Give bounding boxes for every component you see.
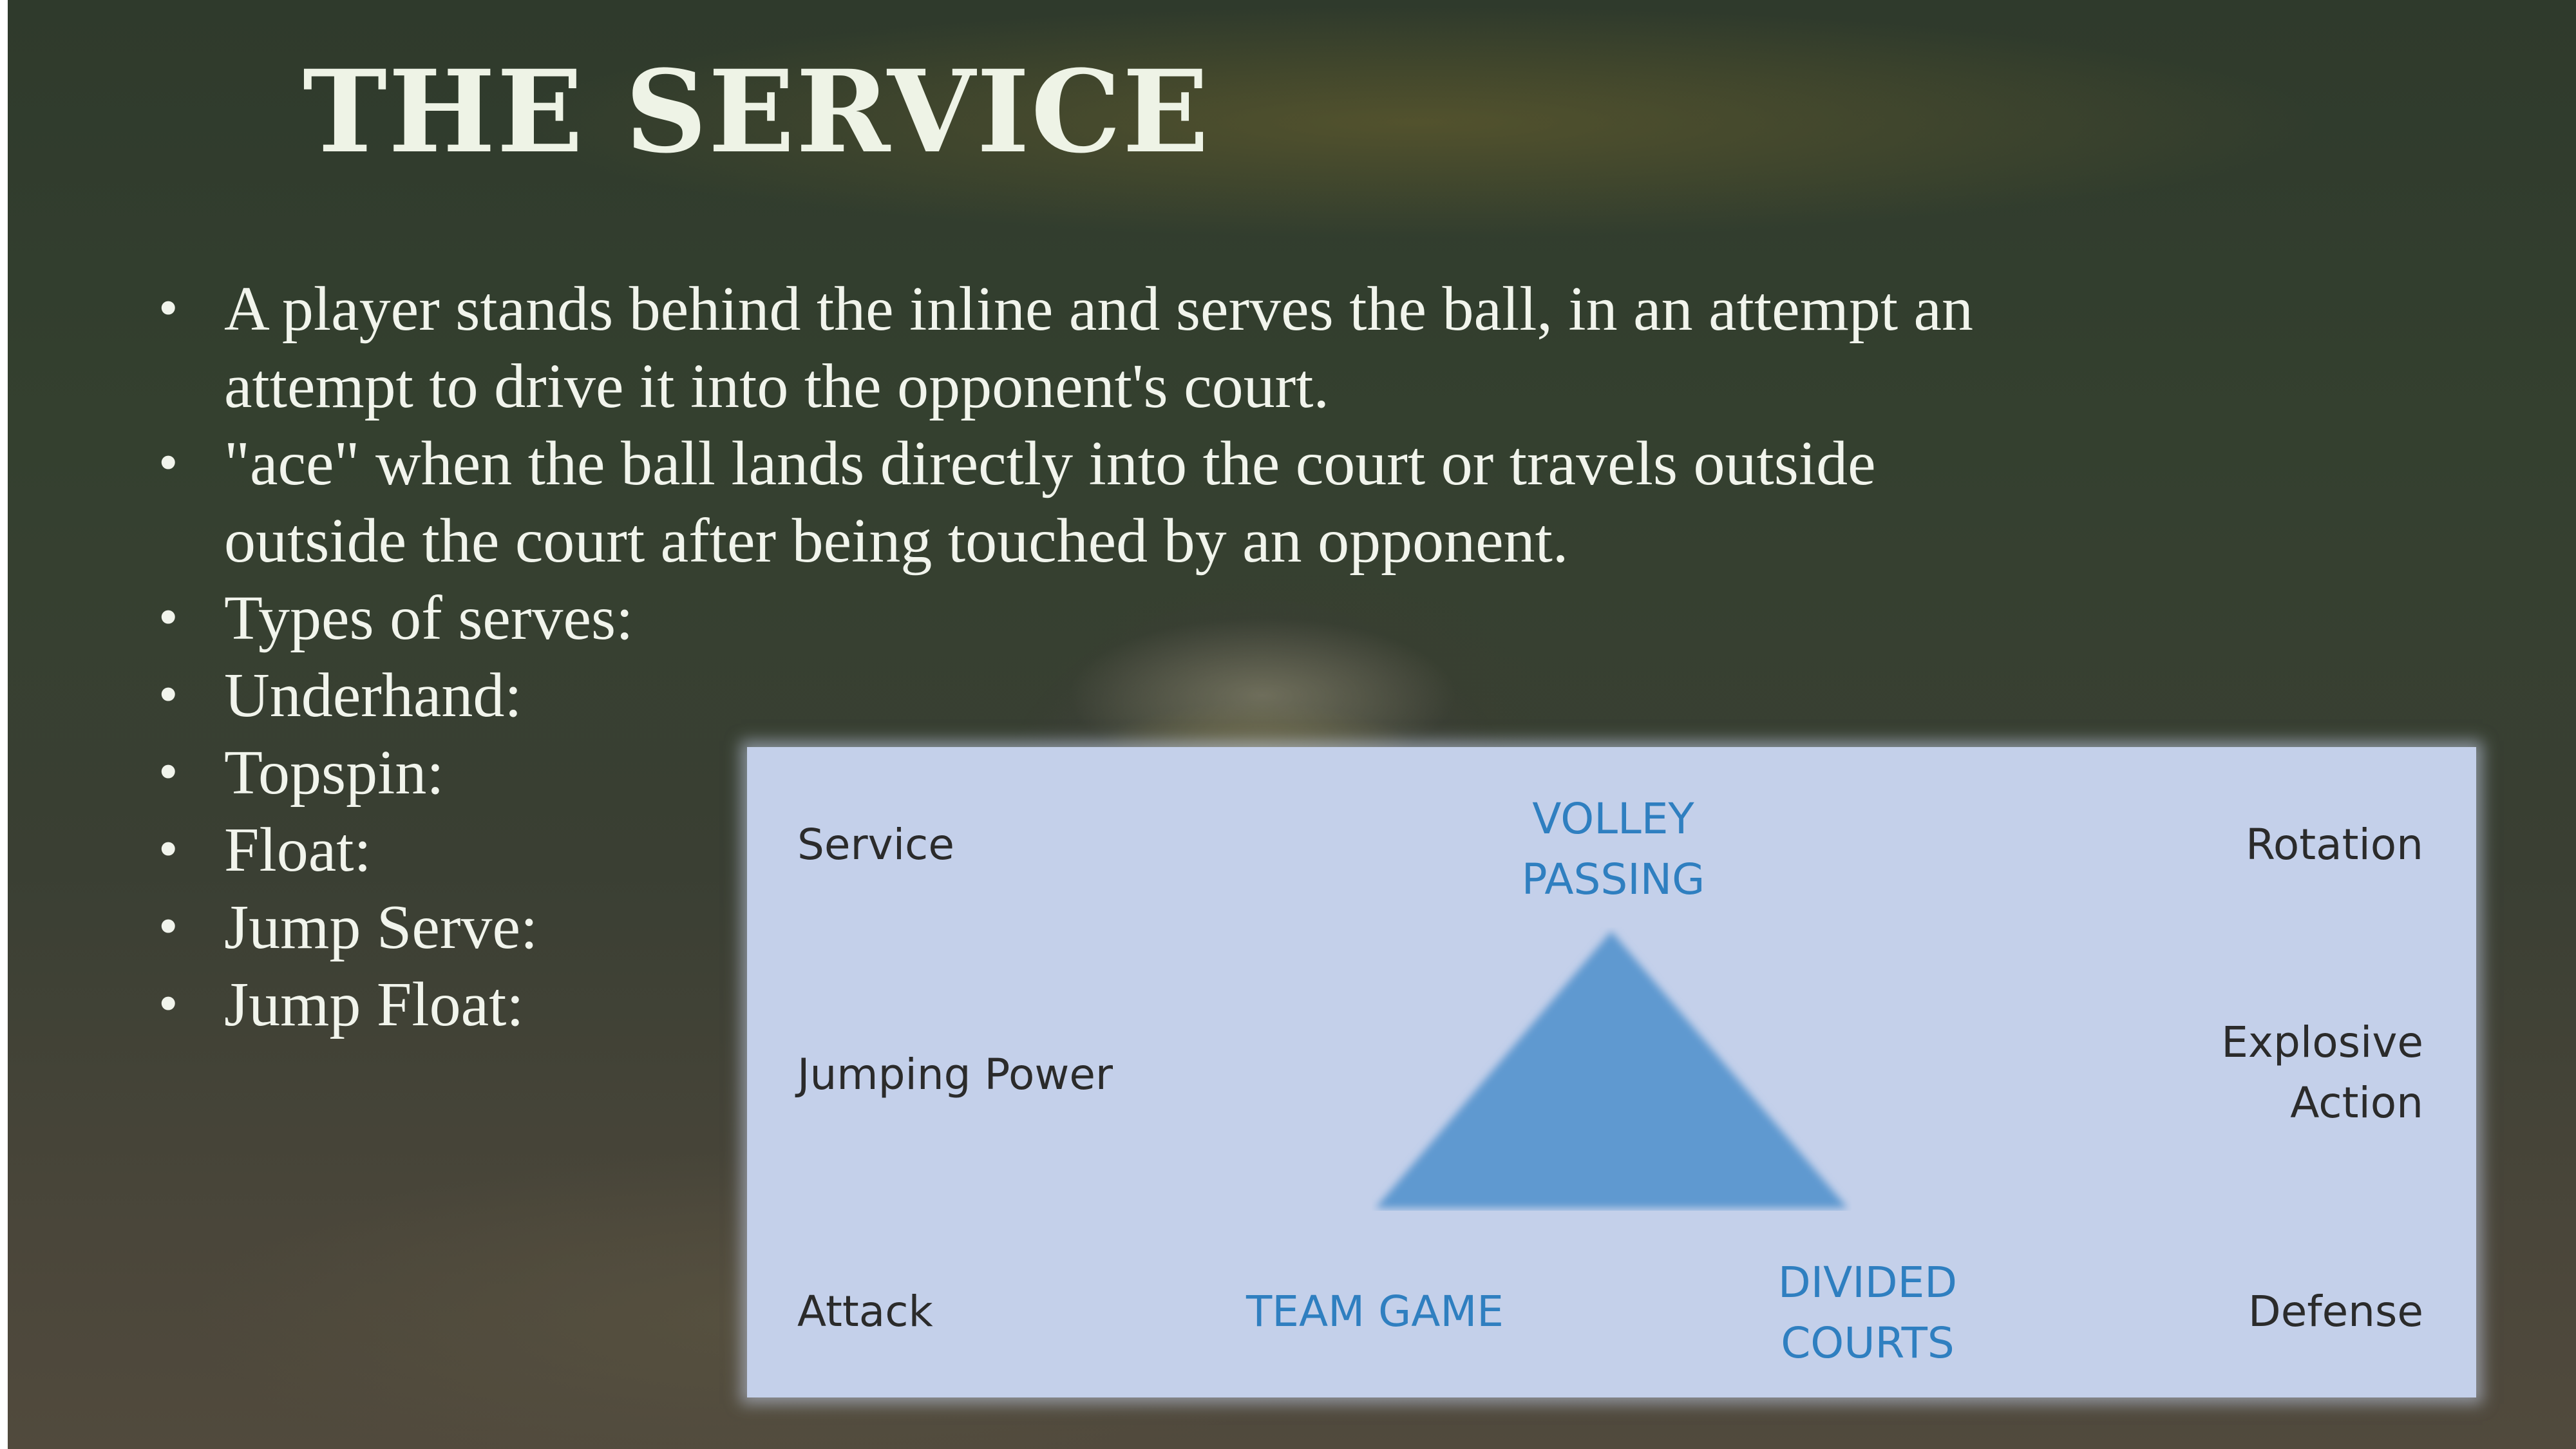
diagram-label-rotation: Rotation <box>2245 820 2423 869</box>
bullet-item: Topspin: <box>148 734 2016 811</box>
bullet-item: Float: <box>148 811 2016 889</box>
slide-title: THE SERVICE <box>303 45 1211 178</box>
diagram-label-line: Action <box>2290 1078 2423 1128</box>
diagram-label-line: Explosive <box>2221 1018 2423 1067</box>
bullet-item: Jump Serve: <box>148 889 2016 966</box>
diagram-label-attack: Attack <box>797 1287 933 1336</box>
diagram-label-volley-passing: VOLLEY PASSING <box>1513 789 1713 910</box>
diagram-label-service: Service <box>797 820 954 869</box>
diagram-label-jumping-power: Jumping Power <box>797 1050 1113 1099</box>
diagram-label-explosive-action: Explosive Action <box>2221 1012 2423 1133</box>
triangle-shape <box>1376 931 1848 1208</box>
diagram-label-team-game: TEAM GAME <box>1245 1287 1504 1336</box>
bullet-item: Jump Float: <box>148 966 2016 1043</box>
bullet-item: "ace" when the ball lands directly into … <box>148 425 2016 580</box>
bullet-item: A player stands behind the inline and se… <box>148 270 2016 425</box>
bullet-list: A player stands behind the inline and se… <box>148 270 2016 1043</box>
diagram-label-divided-courts: DIVIDED COURTS <box>1765 1253 1971 1374</box>
diagram-label-line: PASSING <box>1521 855 1705 904</box>
bullet-item: Underhand: <box>148 657 2016 734</box>
slide-left-border <box>0 0 8 1449</box>
diagram-label-defense: Defense <box>2248 1287 2423 1336</box>
diagram-label-line: VOLLEY <box>1532 794 1694 844</box>
volleyball-concept-diagram: Service Rotation VOLLEY PASSING Jumping … <box>747 747 2476 1397</box>
diagram-label-line: DIVIDED <box>1777 1258 1958 1307</box>
bullet-item: Types of serves: <box>148 580 2016 657</box>
diagram-label-line: COURTS <box>1781 1318 1955 1368</box>
